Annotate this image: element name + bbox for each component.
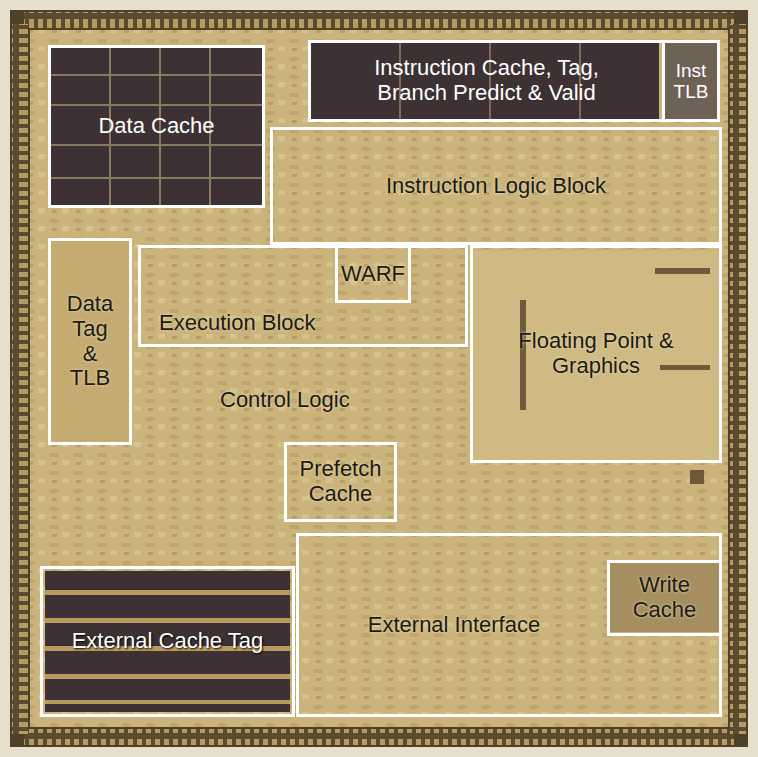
chip-block: Instruction Logic Block (270, 127, 722, 245)
chip-block: Instruction Cache, Tag, Branch Predict &… (308, 40, 665, 122)
block-label: Data Cache (98, 114, 214, 139)
block-label: Instruction Logic Block (386, 174, 606, 199)
block-label: Write Cache (615, 573, 715, 622)
chip-block: Floating Point & Graphics (470, 245, 722, 463)
chip-block: Prefetch Cache (284, 442, 397, 522)
block-label: Floating Point & Graphics (516, 329, 676, 378)
chip-block: Execution Block WARF (138, 245, 468, 347)
block-label: Inst TLB (667, 60, 715, 103)
block-label: External Interface (368, 613, 540, 638)
region-label: Control Logic (220, 387, 350, 413)
chip-block: External Cache Tag (40, 566, 295, 717)
block-label: Prefetch Cache (291, 457, 391, 506)
block-label: External Cache Tag (72, 629, 264, 654)
block-label: Execution Block (159, 311, 316, 336)
block-label: Instruction Cache, Tag, Branch Predict &… (352, 56, 622, 105)
chip-block: Data Cache (48, 45, 265, 208)
chip-block: Inst TLB (662, 40, 720, 122)
chip-block: External Interface Write Cache (296, 533, 722, 717)
chip-block: Write Cache (607, 560, 722, 636)
chip-block: Data Tag & TLB (48, 238, 132, 445)
chip-block: WARF (335, 245, 411, 303)
block-label: WARF (341, 262, 405, 287)
block-label: Data Tag & TLB (64, 292, 116, 391)
